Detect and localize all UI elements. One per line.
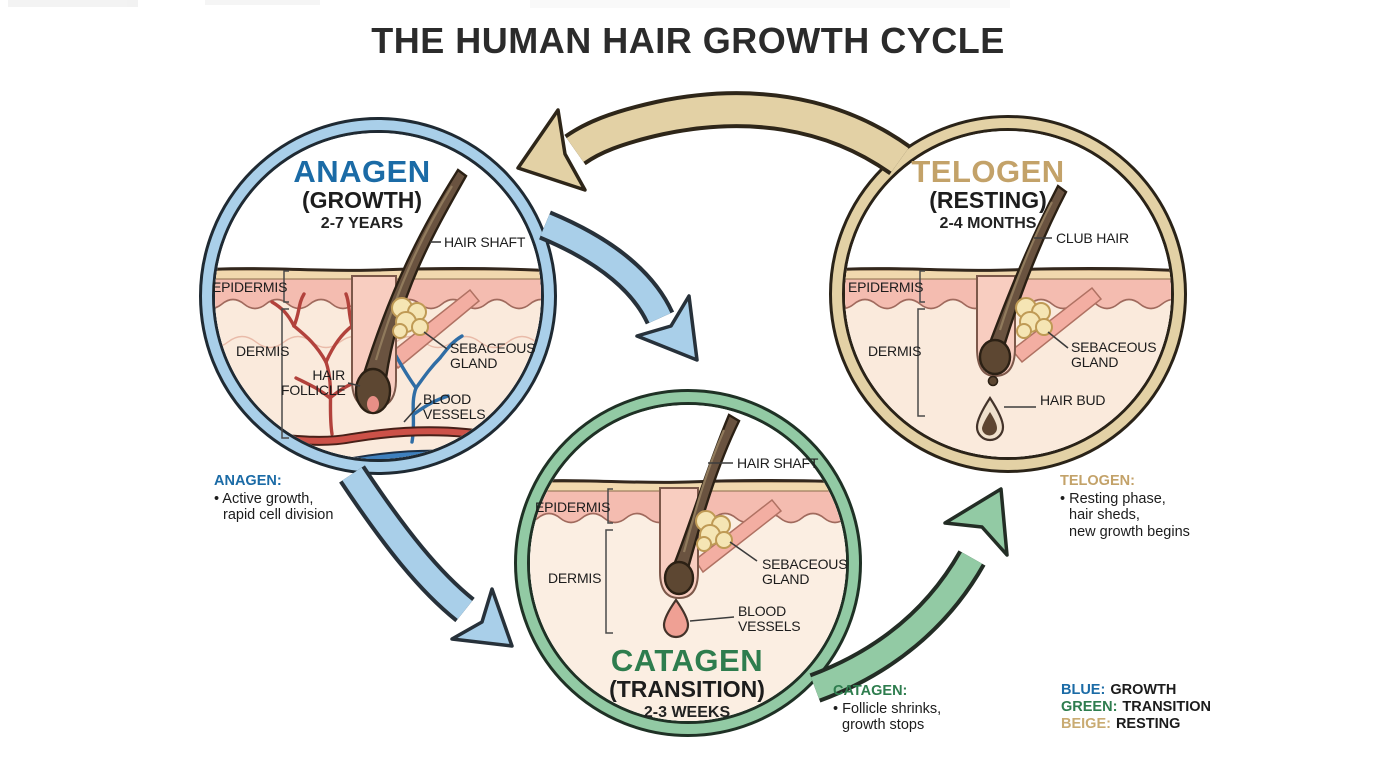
telogen-caption-line1: • Resting phase, bbox=[1060, 491, 1166, 508]
anagen-caption-title: ANAGEN: bbox=[214, 473, 282, 489]
catagen-sebaceous-gland-label: SEBACEOUS GLAND bbox=[762, 556, 848, 588]
anagen-name: ANAGEN bbox=[293, 154, 431, 189]
catagen-leader-lines bbox=[689, 462, 758, 622]
telogen-circle bbox=[829, 115, 1187, 473]
anagen-epidermis-label: EPIDERMIS bbox=[212, 279, 288, 295]
telogen-leader-lines bbox=[1004, 237, 1069, 408]
color-legend: BLUE:GROWTH GREEN:TRANSITION BEIGE:RESTI… bbox=[1061, 682, 1211, 732]
arrow-telogen-to-anagen bbox=[516, 91, 911, 192]
catagen-epidermis-label: EPIDERMIS bbox=[535, 499, 611, 515]
telogen-sebaceous-gland-label: SEBACEOUS GLAND bbox=[1071, 339, 1157, 371]
catagen-stage: (TRANSITION) bbox=[609, 675, 765, 702]
telogen-name: TELOGEN bbox=[911, 154, 1065, 189]
catagen-title-block: CATAGEN (TRANSITION) 2-3 WEEKS bbox=[567, 645, 807, 724]
telogen-hair-bud-label: HAIR BUD bbox=[1040, 392, 1106, 408]
telogen-stage: (RESTING) bbox=[929, 186, 1047, 213]
page-title: THE HUMAN HAIR GROWTH CYCLE bbox=[371, 20, 1005, 61]
anagen-caption-line2: rapid cell division bbox=[223, 507, 334, 524]
sebaceous-gland bbox=[1015, 297, 1053, 339]
anagen-duration: 2-7 YEARS bbox=[320, 215, 404, 233]
legend-blue-key: BLUE: bbox=[1061, 682, 1106, 698]
catagen-caption-line2: growth stops bbox=[842, 717, 925, 734]
legend-row-green: GREEN:TRANSITION bbox=[1061, 699, 1211, 716]
catagen-caption-line1: • Follicle shrinks, bbox=[833, 701, 942, 718]
telogen-caption-title: TELOGEN: bbox=[1060, 473, 1135, 489]
legend-row-blue: BLUE:GROWTH bbox=[1061, 682, 1211, 699]
anagen-title-block: ANAGEN (GROWTH) 2-7 YEARS bbox=[242, 156, 482, 235]
anagen-blood-vessels-label: BLOOD VESSELS bbox=[423, 391, 486, 423]
catagen-circle bbox=[514, 389, 862, 737]
legend-row-beige: BEIGE:RESTING bbox=[1061, 716, 1211, 733]
telogen-epidermis-label: EPIDERMIS bbox=[848, 279, 924, 295]
catagen-dermis-label: DERMIS bbox=[548, 570, 602, 586]
legend-beige-key: BEIGE: bbox=[1061, 715, 1111, 732]
anagen-brackets bbox=[281, 270, 289, 439]
catagen-hair-shaft-label: HAIR SHAFT bbox=[737, 455, 819, 471]
anagen-caption-line1: • Active growth, bbox=[214, 491, 314, 508]
telogen-title-block: TELOGEN (RESTING) 2-4 MONTHS bbox=[868, 156, 1108, 235]
telogen-caption: TELOGEN: • Resting phase, hair sheds, ne… bbox=[1060, 473, 1230, 540]
legend-green-value: TRANSITION bbox=[1122, 698, 1212, 715]
catagen-brackets bbox=[605, 488, 613, 634]
telogen-dermis-label: DERMIS bbox=[868, 343, 922, 359]
sebaceous-gland bbox=[391, 297, 429, 339]
sebaceous-gland bbox=[695, 510, 733, 552]
telogen-caption-line2: hair sheds, bbox=[1069, 507, 1140, 524]
legend-green-key: GREEN: bbox=[1061, 698, 1118, 715]
anagen-sebaceous-gland-label: SEBACEOUS GLAND bbox=[450, 340, 536, 372]
anagen-caption: ANAGEN: • Active growth, rapid cell divi… bbox=[214, 473, 384, 524]
arrow-anagen-to-catagen-lower bbox=[339, 465, 514, 648]
arrow-catagen-to-telogen bbox=[809, 487, 1009, 703]
catagen-blood-vessels-label: BLOOD VESSELS bbox=[738, 603, 801, 635]
telogen-brackets bbox=[917, 270, 925, 417]
catagen-duration: 2-3 WEEKS bbox=[643, 704, 731, 722]
anagen-circle bbox=[199, 117, 557, 475]
telogen-club-hair-label: CLUB HAIR bbox=[1056, 230, 1129, 246]
arrow-anagen-to-catagen-upper bbox=[538, 210, 699, 362]
telogen-caption-line3: new growth begins bbox=[1069, 523, 1190, 540]
anagen-dermis-label: DERMIS bbox=[236, 343, 290, 359]
top-edge-artifacts bbox=[8, 0, 1010, 8]
legend-blue-value: GROWTH bbox=[1110, 682, 1177, 698]
anagen-hair-follicle-label: HAIR FOLLICLE bbox=[281, 367, 346, 399]
catagen-caption: CATAGEN: • Follicle shrinks, growth stop… bbox=[833, 683, 993, 734]
anagen-leader-lines bbox=[347, 241, 448, 423]
catagen-name: CATAGEN bbox=[610, 643, 764, 678]
anagen-stage: (GROWTH) bbox=[301, 186, 423, 213]
legend-beige-value: RESTING bbox=[1115, 715, 1181, 732]
telogen-duration: 2-4 MONTHS bbox=[939, 215, 1037, 233]
anagen-hair-shaft-label: HAIR SHAFT bbox=[444, 234, 526, 250]
catagen-caption-title: CATAGEN: bbox=[833, 683, 908, 699]
